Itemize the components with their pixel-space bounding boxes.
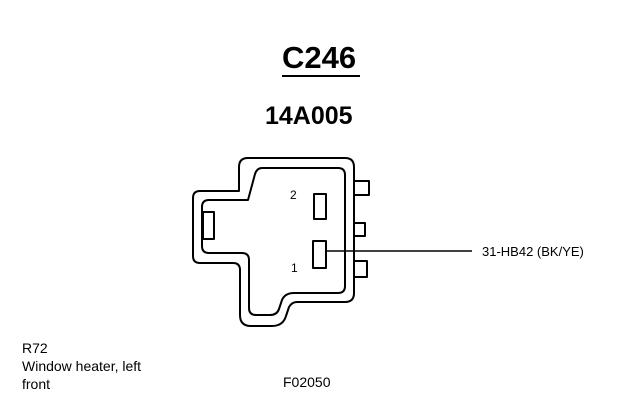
connector-part-number: 14A005 bbox=[265, 102, 353, 130]
pin-2-label: 2 bbox=[290, 188, 297, 202]
pin-1-label: 1 bbox=[291, 261, 298, 275]
housing-key-middle bbox=[353, 222, 366, 237]
component-description-line1: Window heater, left bbox=[22, 358, 142, 374]
component-ref: R72 bbox=[22, 340, 48, 356]
pin-1-cavity bbox=[312, 240, 327, 269]
connector-inner-outline bbox=[201, 167, 346, 316]
pin-2-cavity bbox=[313, 193, 327, 220]
figure-code: F02050 bbox=[283, 374, 331, 390]
component-description-line2: front bbox=[22, 376, 51, 392]
housing-key-bottom bbox=[353, 260, 368, 278]
pin-1-circuit-label: 31-HB42 (BK/YE) bbox=[482, 244, 584, 259]
connector-outer-outline bbox=[192, 157, 355, 327]
connector-id: C246 bbox=[282, 40, 357, 75]
connector-id-underline bbox=[282, 75, 360, 77]
component-info: R72 Window heater, left front bbox=[22, 339, 182, 393]
housing-key-top bbox=[353, 180, 370, 196]
connector-latch bbox=[202, 211, 215, 240]
